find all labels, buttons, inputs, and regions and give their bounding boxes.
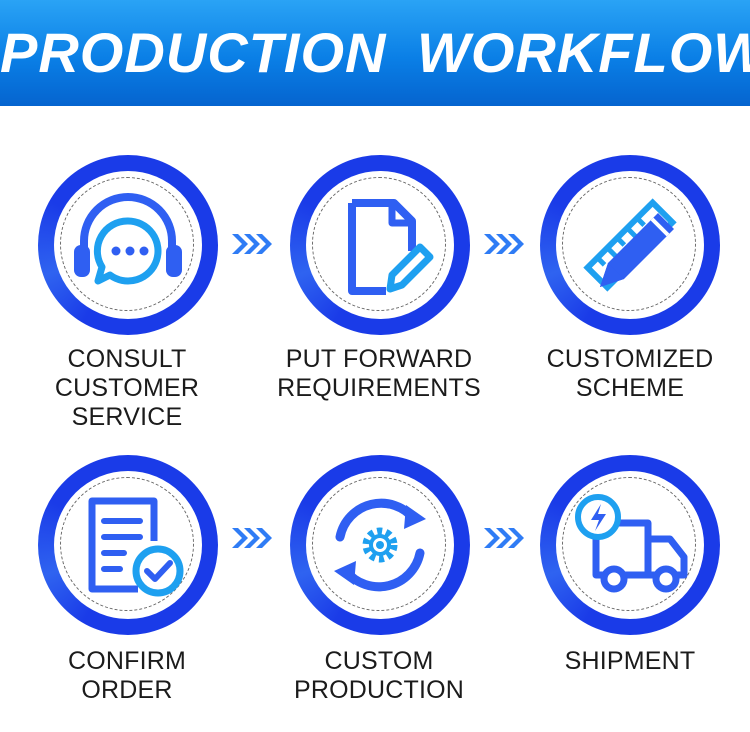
step-2-ring <box>290 155 470 335</box>
step-4-ring <box>38 455 218 635</box>
step-3-ring <box>540 155 720 335</box>
header-banner <box>0 0 750 106</box>
chevron-right-icon <box>484 234 524 254</box>
step-2-label: PUT FORWARD REQUIREMENTS <box>277 345 481 402</box>
chevron-right-icon <box>232 234 272 254</box>
step-3-label: CUSTOMIZED SCHEME <box>546 345 714 402</box>
pencil-ruler-icon <box>583 198 677 292</box>
chevron-right-icon <box>484 528 524 548</box>
step-5-ring <box>290 455 470 635</box>
step-1-label: CONSULT CUSTOMER SERVICE <box>54 345 200 431</box>
document-edit-icon <box>348 199 434 295</box>
step-6-ring <box>540 455 720 635</box>
headset-chat-icon <box>74 193 182 285</box>
step-1-ring <box>38 155 218 335</box>
step-4-label: CONFIRM ORDER <box>67 647 187 704</box>
chevron-right-icon <box>232 528 272 548</box>
page-title: PRODUCTION WORKFLOW <box>0 21 750 84</box>
order-check-icon <box>88 497 184 597</box>
delivery-truck-icon <box>575 494 688 593</box>
step-5-label: CUSTOM PRODUCTION <box>293 647 465 704</box>
gear-cycle-icon <box>334 498 426 592</box>
step-6-label: SHIPMENT <box>564 647 696 675</box>
